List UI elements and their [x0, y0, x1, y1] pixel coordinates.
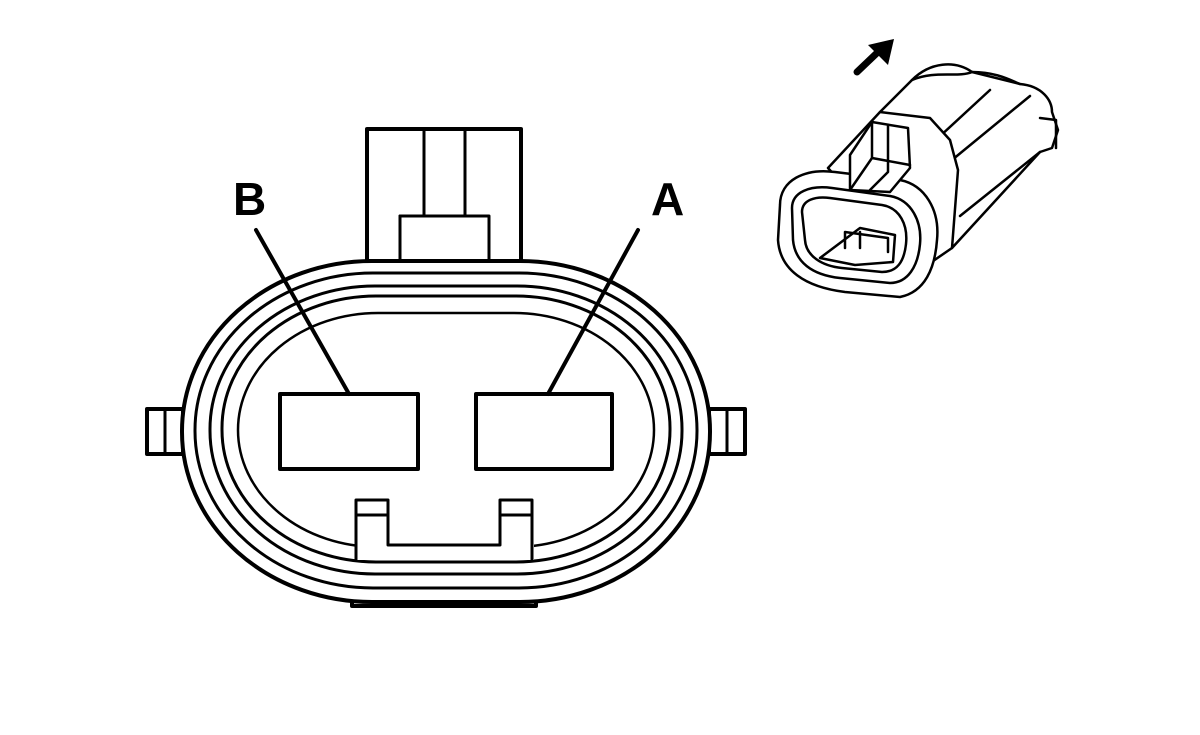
housing-ring-1	[193, 271, 699, 590]
pin-label-b: B	[233, 173, 266, 225]
housing-ring-3	[220, 294, 672, 564]
leader-line-b	[254, 228, 351, 396]
locking-tab	[365, 127, 523, 263]
leader-line-a	[546, 228, 640, 396]
arrow-up-right-icon	[853, 39, 894, 76]
terminal-a	[474, 392, 614, 471]
housing-ring-2	[208, 284, 684, 576]
pin-label-a: A	[651, 173, 684, 225]
connector-isometric-icon	[776, 63, 1060, 299]
right-ear	[707, 407, 747, 456]
connector-front-view: B A	[145, 127, 747, 608]
terminal-b	[278, 392, 420, 471]
keying-notches	[354, 498, 534, 562]
housing-outer	[180, 259, 712, 604]
left-ear	[145, 407, 185, 456]
